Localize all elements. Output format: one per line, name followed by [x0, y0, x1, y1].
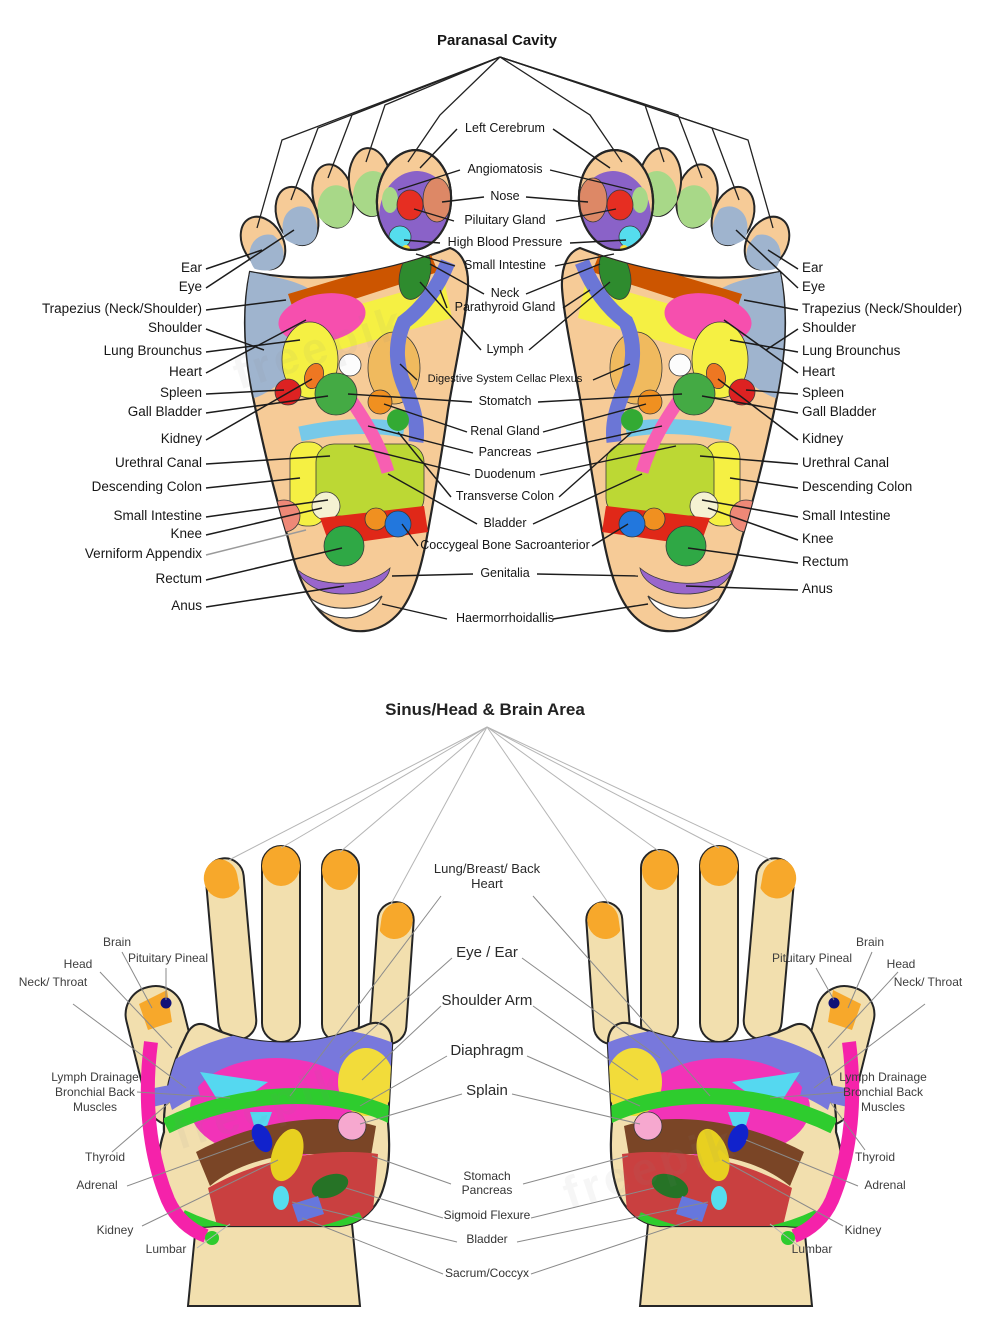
- feet-center-label: Pancreas: [478, 445, 532, 459]
- feet-left-label: Verniform Appendix: [84, 546, 202, 561]
- hands-center-label: Sigmoid Flexure: [443, 1208, 531, 1222]
- feet-right-label: Trapezius (Neck/Shoulder): [802, 301, 963, 316]
- feet-center-label: Digestive System Cellac Plexus: [427, 373, 583, 385]
- hands-leader-lines: [72, 951, 926, 1249]
- feet-center-label: Renal Gland: [470, 424, 540, 438]
- feet-right-label: Kidney: [802, 431, 844, 446]
- feet-center-label: Bladder: [483, 516, 527, 530]
- feet-center-label: High Blood Pressure: [447, 235, 563, 249]
- feet-center-label: Small Intestine: [464, 258, 546, 272]
- feet-left-label: Heart: [168, 364, 202, 379]
- feet-center-label: Duodenum: [474, 467, 536, 481]
- hands-center-label: Diaphragm: [450, 1042, 524, 1059]
- hands-left-label: Lumbar: [145, 1242, 187, 1256]
- feet-left-label: Anus: [171, 598, 202, 613]
- feet-right-label: Ear: [802, 260, 824, 275]
- feet-center-label: Parathyroid Gland: [454, 300, 556, 314]
- hands-center-label: Sacrum/Coccyx: [444, 1266, 530, 1280]
- hands-center-label: Splain: [466, 1082, 508, 1099]
- feet-center-label: Angiomatosis: [467, 162, 543, 176]
- hands-right-label: Thyroid: [854, 1150, 895, 1164]
- feet-left-label: Kidney: [160, 431, 202, 446]
- feet-right-label: Rectum: [802, 554, 849, 569]
- feet-left-label: Ear: [180, 260, 202, 275]
- feet-center-label: Haermorrhoidallis: [456, 611, 554, 625]
- hands-center-label: Lung/Breast/ Back Heart: [433, 861, 541, 891]
- feet-right-label: Anus: [802, 581, 833, 596]
- hands-center-label: Bladder: [466, 1232, 508, 1246]
- feet-right-label: Gall Bladder: [802, 404, 877, 419]
- feet-right-label: Descending Colon: [802, 479, 913, 494]
- hands-title: Sinus/Head & Brain Area: [385, 700, 585, 719]
- hands-center-leader-lines: [289, 895, 711, 1275]
- feet-left-label: Small Intestine: [113, 508, 202, 523]
- hands-left-label: Kidney: [96, 1223, 134, 1237]
- feet-left-label: Urethral Canal: [114, 455, 202, 470]
- feet-center-label: Coccygeal Bone Sacroanterior: [420, 538, 590, 552]
- feet-left-label: Knee: [170, 526, 202, 541]
- feet-center-label: Stomatch: [478, 394, 532, 408]
- hands-center-label: Stomach Pancreas: [461, 1169, 513, 1197]
- feet-center-label: Nose: [490, 189, 520, 203]
- feet-right-label: Heart: [802, 364, 836, 379]
- feet-center-label: Lymph: [486, 342, 524, 356]
- hands-left-label: Brain: [102, 935, 131, 949]
- feet-leader-lines: [205, 229, 799, 608]
- feet-left-label: Shoulder: [147, 320, 202, 335]
- hands-right-label: Lymph Drainage Bronchial Back Muscles: [839, 1070, 927, 1114]
- hands-right-label: Kidney: [844, 1223, 882, 1237]
- hands-right-label: Pituitary Pineal: [771, 951, 853, 965]
- feet-fan-lines: [256, 56, 774, 229]
- hands-left-label: Head: [63, 957, 93, 971]
- feet-left-label: Gall Bladder: [127, 404, 202, 419]
- feet-left-label: Lung Brounchus: [103, 343, 202, 358]
- feet-left-label: Descending Colon: [91, 479, 202, 494]
- feet-title: Paranasal Cavity: [436, 32, 558, 49]
- feet-center-label: Transverse Colon: [455, 489, 555, 503]
- hands-fan-lines: [228, 726, 772, 905]
- feet-right-label: Shoulder: [802, 320, 857, 335]
- feet-right-label: Knee: [802, 531, 834, 546]
- hands-left-label: Neck/ Throat: [18, 975, 88, 989]
- hands-right-label: Brain: [855, 935, 884, 949]
- feet-center-leader-lines: [347, 128, 683, 620]
- feet-right-label: Spleen: [802, 385, 845, 400]
- feet-right-label: Small Intestine: [802, 508, 891, 523]
- feet-center-label: Left Cerebrum: [465, 121, 545, 135]
- feet-center-label: Genitalia: [480, 566, 530, 580]
- feet-center-label: Neck: [490, 286, 520, 300]
- feet-left-label: Rectum: [155, 571, 202, 586]
- hands-left-label: Pituitary Pineal: [127, 951, 209, 965]
- feet-center-label: Piluitary Gland: [464, 213, 546, 227]
- hands-right-label: Neck/ Throat: [893, 975, 963, 989]
- hands-right-label: Head: [886, 957, 916, 971]
- feet-left-label: Spleen: [159, 385, 202, 400]
- feet-left-label: Trapezius (Neck/Shoulder): [41, 301, 202, 316]
- feet-right-label: Eye: [802, 279, 826, 294]
- feet-right-label: Urethral Canal: [802, 455, 890, 470]
- hands-right-label: Adrenal: [864, 1178, 906, 1192]
- hands-left-label: Adrenal: [76, 1178, 118, 1192]
- feet-left-label: Eye: [178, 279, 202, 294]
- hands-left-label: Lymph Drainage Bronchial Back Muscles: [51, 1070, 139, 1114]
- hands-left-label: Thyroid: [84, 1150, 125, 1164]
- hands-center-label: Shoulder Arm: [441, 992, 533, 1009]
- hands-center-label: Eye / Ear: [456, 944, 518, 961]
- feet-right-label: Lung Brounchus: [802, 343, 901, 358]
- hands-right-label: Lumbar: [791, 1242, 833, 1256]
